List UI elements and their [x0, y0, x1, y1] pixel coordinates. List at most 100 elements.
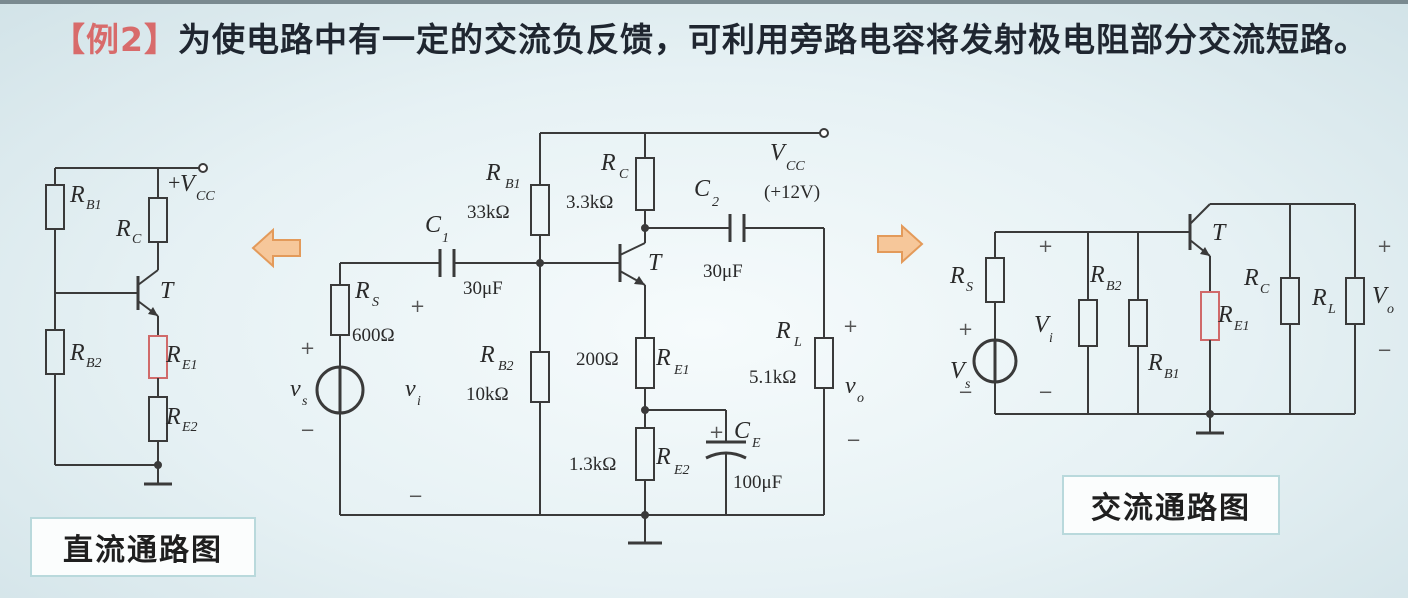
amplifier-circuit: [315, 128, 834, 545]
ac-labels: R S + V s − + V i − R B2 R B1 T R E1 R C…: [949, 220, 1394, 403]
label-ce: C: [734, 418, 751, 444]
svg-text:s: s: [302, 394, 308, 409]
value-vcc: (+12V): [764, 182, 820, 203]
resistor-re2-dc: [148, 396, 168, 442]
label-rb2-ac: R: [1089, 262, 1105, 288]
value-rb2: 10kΩ: [466, 384, 509, 405]
resistor-re1-ac: [1200, 291, 1220, 341]
caption-ac-path: 交流通路图: [1062, 475, 1280, 535]
resistor-rb1: [530, 184, 550, 236]
svg-text:−: −: [846, 430, 861, 451]
svg-text:E2: E2: [181, 420, 198, 435]
svg-text:+: +: [958, 319, 973, 340]
label-rs-ac: R: [949, 263, 965, 289]
label-vcc-dc: +: [168, 170, 180, 195]
svg-text:+: +: [1038, 236, 1053, 257]
title-text: 为使电路中有一定的交流负反馈，可利用旁路电容将发射极电阻部分交流短路。: [177, 20, 1368, 59]
svg-text:−: −: [958, 382, 973, 403]
svg-text:L: L: [793, 335, 802, 350]
svg-text:C: C: [1260, 282, 1270, 297]
label-rc-ac: R: [1243, 265, 1259, 291]
dc-circuit: [45, 163, 208, 486]
svg-text:o: o: [857, 391, 864, 406]
svg-text:CC: CC: [196, 189, 215, 204]
svg-text:C: C: [619, 167, 629, 182]
ac-circuit: [972, 203, 1365, 435]
label-rs: R: [354, 278, 370, 304]
resistor-re1-dc: [148, 335, 168, 379]
svg-text:B2: B2: [1106, 279, 1122, 294]
svg-text:E1: E1: [1233, 319, 1250, 334]
resistor-rc: [635, 157, 655, 211]
svg-text:o: o: [1387, 302, 1394, 317]
label-vo-ac: V: [1372, 283, 1389, 309]
label-vi-ac: V: [1034, 312, 1051, 338]
svg-text:B1: B1: [86, 198, 102, 213]
resistor-rl: [814, 337, 834, 389]
svg-text:B2: B2: [86, 356, 102, 371]
resistor-re1: [635, 337, 655, 389]
svg-text:1: 1: [442, 231, 449, 246]
arrow-right-icon: [877, 223, 924, 265]
svg-text:E1: E1: [673, 363, 690, 378]
example-tag: 【例2】: [52, 20, 178, 59]
value-re2: 1.3kΩ: [569, 454, 616, 475]
svg-text:B1: B1: [505, 177, 521, 192]
value-re1: 200Ω: [576, 349, 619, 370]
label-rl-ac: R: [1311, 285, 1327, 311]
resistor-rc-dc: [148, 197, 168, 243]
label-rb1-dc: R: [69, 182, 85, 208]
svg-text:+: +: [709, 422, 724, 443]
svg-text:E1: E1: [181, 358, 198, 373]
svg-text:−: −: [1038, 382, 1053, 403]
label-rl: R: [775, 318, 791, 344]
svg-text:S: S: [372, 295, 379, 310]
resistor-rb2: [530, 351, 550, 403]
label-rc: R: [600, 150, 616, 176]
caption-dc-path: 直流通路图: [30, 517, 256, 577]
label-c1: C: [425, 212, 442, 238]
svg-text:+: +: [410, 296, 425, 317]
resistor-rc-ac: [1280, 277, 1300, 325]
label-re1-dc: R: [165, 342, 181, 368]
svg-text:B1: B1: [1164, 367, 1180, 382]
arrow-left-icon: [251, 227, 301, 269]
label-re1-ac: R: [1217, 302, 1233, 328]
svg-text:L: L: [1327, 302, 1336, 317]
amplifier-labels: R B1 33kΩ R C 3.3kΩ V CC (+12V) C 2 30μF…: [290, 140, 864, 507]
svg-text:+: +: [843, 316, 858, 337]
label-rc-dc: R: [115, 216, 131, 242]
resistor-rb2-ac: [1078, 299, 1098, 347]
resistor-rs: [330, 284, 350, 336]
slide-title: 【例2】为使电路中有一定的交流负反馈，可利用旁路电容将发射极电阻部分交流短路。: [52, 16, 1382, 64]
value-rl: 5.1kΩ: [749, 367, 796, 388]
value-rs: 600Ω: [352, 325, 395, 346]
label-rb2-dc: R: [69, 340, 85, 366]
label-rb2: R: [479, 342, 495, 368]
label-vi: v: [405, 376, 416, 402]
svg-text:−: −: [300, 420, 315, 441]
resistor-rl-ac: [1345, 277, 1365, 325]
label-c2: C: [694, 176, 711, 202]
resistor-rs-ac: [985, 257, 1005, 303]
label-transistor-dc: T: [160, 278, 175, 304]
svg-text:i: i: [1049, 331, 1053, 346]
value-c2: 30μF: [703, 261, 743, 282]
svg-text:−: −: [408, 486, 423, 507]
label-vs-ac: V: [950, 358, 967, 384]
svg-text:+: +: [1377, 236, 1392, 257]
value-rb1: 33kΩ: [467, 202, 510, 223]
label-vcc: V: [770, 140, 787, 166]
svg-text:B2: B2: [498, 359, 514, 374]
dc-labels: R B1 R B2 R C + V CC T R E1 R E2: [69, 170, 215, 435]
top-rule: [0, 0, 1408, 4]
label-re1: R: [655, 345, 671, 371]
value-c1: 30μF: [463, 278, 503, 299]
svg-text:CC: CC: [786, 159, 805, 174]
svg-text:i: i: [417, 394, 421, 409]
value-ce: 100μF: [733, 472, 782, 493]
vcc-terminal: [819, 128, 829, 138]
svg-text:E: E: [751, 436, 761, 451]
label-vs: v: [290, 376, 301, 402]
